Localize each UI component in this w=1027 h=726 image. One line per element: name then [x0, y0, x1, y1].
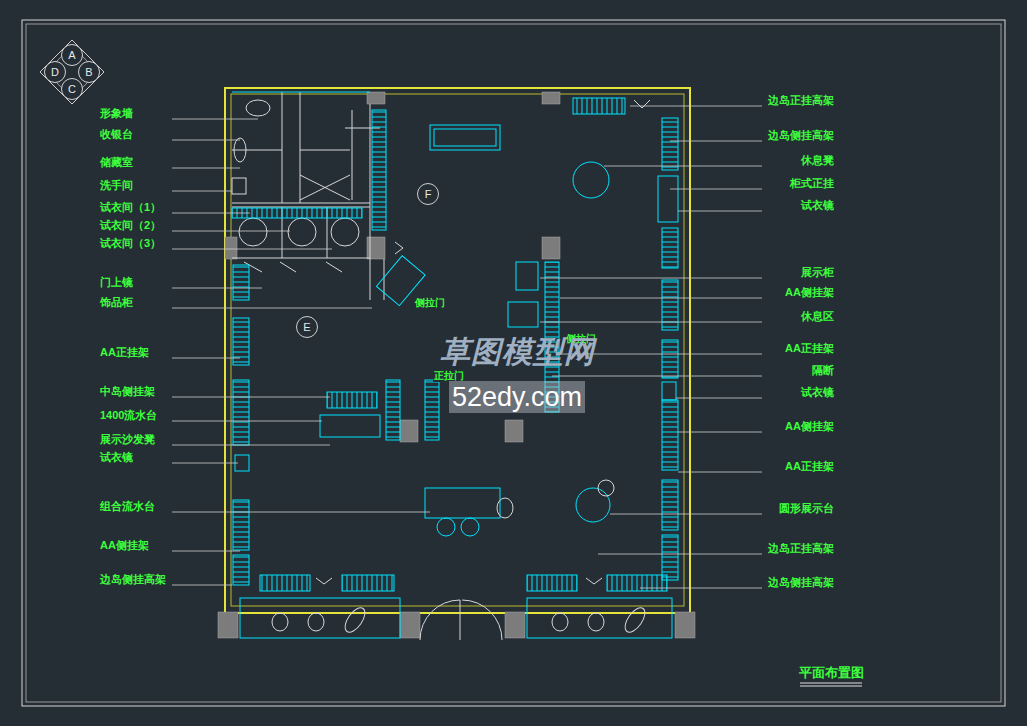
section-callout: F — [417, 183, 439, 205]
callout-letter: E — [303, 321, 310, 333]
callout-letter: D — [51, 66, 59, 78]
callout-label: 边岛正挂高架 — [768, 94, 834, 107]
callout-label: 休息凳 — [801, 154, 834, 167]
callout-label: 边岛正挂高架 — [768, 542, 834, 555]
watermark: 52edy.com — [449, 381, 585, 413]
callout-label: 圆形展示台 — [779, 502, 834, 515]
callout-label: 饰品柜 — [100, 296, 133, 309]
callout-letter: A — [68, 49, 75, 61]
drawing-title: 平面布置图 — [799, 666, 864, 679]
callout-label: 试衣镜 — [100, 451, 133, 464]
callout-label: AA侧挂架 — [785, 286, 834, 299]
compass-circle: A — [61, 44, 83, 66]
callout-label: 中岛侧挂架 — [100, 385, 155, 398]
callout-label: AA正挂架 — [100, 346, 149, 359]
callout-label: 组合流水台 — [100, 500, 155, 513]
callout-label: 边岛侧挂高架 — [100, 573, 166, 586]
callout-label: 柜式正挂 — [790, 177, 834, 190]
compass-circle: D — [44, 61, 66, 83]
callout-label: 形象墙 — [100, 107, 133, 120]
callout-label: 1400流水台 — [100, 409, 157, 422]
callout-letter: F — [425, 188, 432, 200]
watermark: 草图模型网 — [440, 335, 595, 369]
section-callout: E — [296, 316, 318, 338]
callout-label: AA正挂架 — [785, 460, 834, 473]
compass-circle: B — [78, 61, 100, 83]
callout-label: 收银台 — [100, 128, 133, 141]
callout-letter: C — [68, 83, 76, 95]
callout-label: 试衣间（3） — [100, 237, 161, 250]
callout-label: 展示柜 — [801, 266, 834, 279]
callout-label: 试衣间（2） — [100, 219, 161, 232]
callout-label: 试衣间（1） — [100, 201, 161, 214]
callout-label: 门上镜 — [100, 276, 133, 289]
door-label: 侧拉门 — [414, 296, 446, 309]
callout-label: 边岛侧挂高架 — [768, 576, 834, 589]
callout-label: AA侧挂架 — [100, 539, 149, 552]
callout-label: 试衣镜 — [801, 199, 834, 212]
callout-label: AA正挂架 — [785, 342, 834, 355]
callout-label: 储藏室 — [100, 156, 133, 169]
callout-label: 试衣镜 — [801, 386, 834, 399]
callout-label: 休息区 — [801, 310, 834, 323]
callout-letter: B — [85, 66, 92, 78]
callout-label: 展示沙发凳 — [100, 433, 155, 446]
callout-label: 隔断 — [812, 364, 834, 377]
callout-label: 边岛侧挂高架 — [768, 129, 834, 142]
compass-circle: C — [61, 78, 83, 100]
callout-label: 洗手间 — [100, 179, 133, 192]
callout-label: AA侧挂架 — [785, 420, 834, 433]
